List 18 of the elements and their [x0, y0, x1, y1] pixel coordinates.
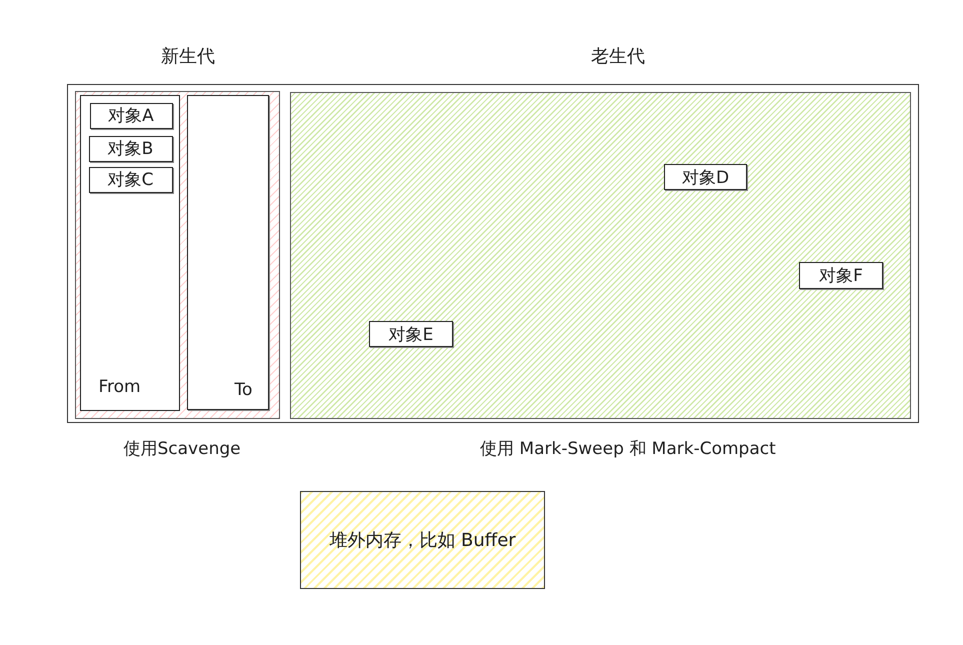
object-box: 对象C	[88, 166, 172, 192]
caption-text: 使用 Mark-Sweep 和 Mark-Compact	[480, 439, 776, 460]
space-column	[80, 95, 180, 411]
region-heading: 老生代	[591, 46, 645, 68]
region-heading: 新生代	[161, 46, 215, 68]
space-column	[187, 95, 269, 410]
column-label: From	[98, 376, 141, 397]
memory-region	[74, 90, 280, 418]
object-box: 对象B	[88, 136, 172, 162]
object-box: 对象A	[90, 102, 172, 128]
frame-box	[67, 84, 919, 423]
object-box: 对象F	[799, 262, 883, 289]
memory-box: 堆外内存，比如 Buffer	[300, 491, 545, 589]
caption-text: 使用Scavenge	[124, 439, 241, 460]
object-box: 对象D	[664, 164, 747, 190]
column-label: To	[234, 380, 252, 400]
memory-region	[290, 92, 910, 418]
object-box: 对象E	[369, 321, 453, 347]
